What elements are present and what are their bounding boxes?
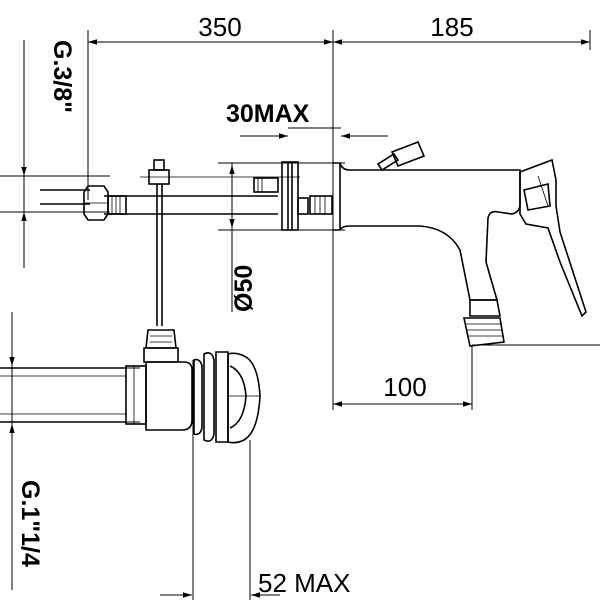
lever-handle bbox=[519, 158, 587, 318]
spout-body bbox=[333, 162, 521, 347]
mounting-block bbox=[253, 161, 333, 231]
dimension-top bbox=[87, 30, 591, 230]
dimension-52max bbox=[160, 360, 280, 600]
dim-185-label: 185 bbox=[430, 12, 473, 42]
lift-rod bbox=[140, 159, 300, 326]
drain-pipe bbox=[0, 365, 147, 425]
dimension-thread-top bbox=[0, 40, 110, 268]
dia-50-label: Ø50 bbox=[230, 265, 258, 312]
dimension-100 bbox=[332, 230, 600, 410]
dim-350-label: 350 bbox=[198, 12, 241, 42]
thread-bottom-label: G.1"1/4 bbox=[16, 480, 44, 567]
dimension-30max bbox=[240, 127, 388, 139]
thread-top-label: G.3/8" bbox=[48, 40, 76, 113]
popup-knob bbox=[376, 140, 426, 172]
connection-pipe bbox=[40, 185, 278, 221]
length-100-label: 100 bbox=[383, 372, 426, 402]
max-30-label: 30MAX bbox=[226, 100, 310, 128]
max-52-label: 52 MAX bbox=[258, 568, 351, 598]
drain-body bbox=[143, 329, 261, 444]
